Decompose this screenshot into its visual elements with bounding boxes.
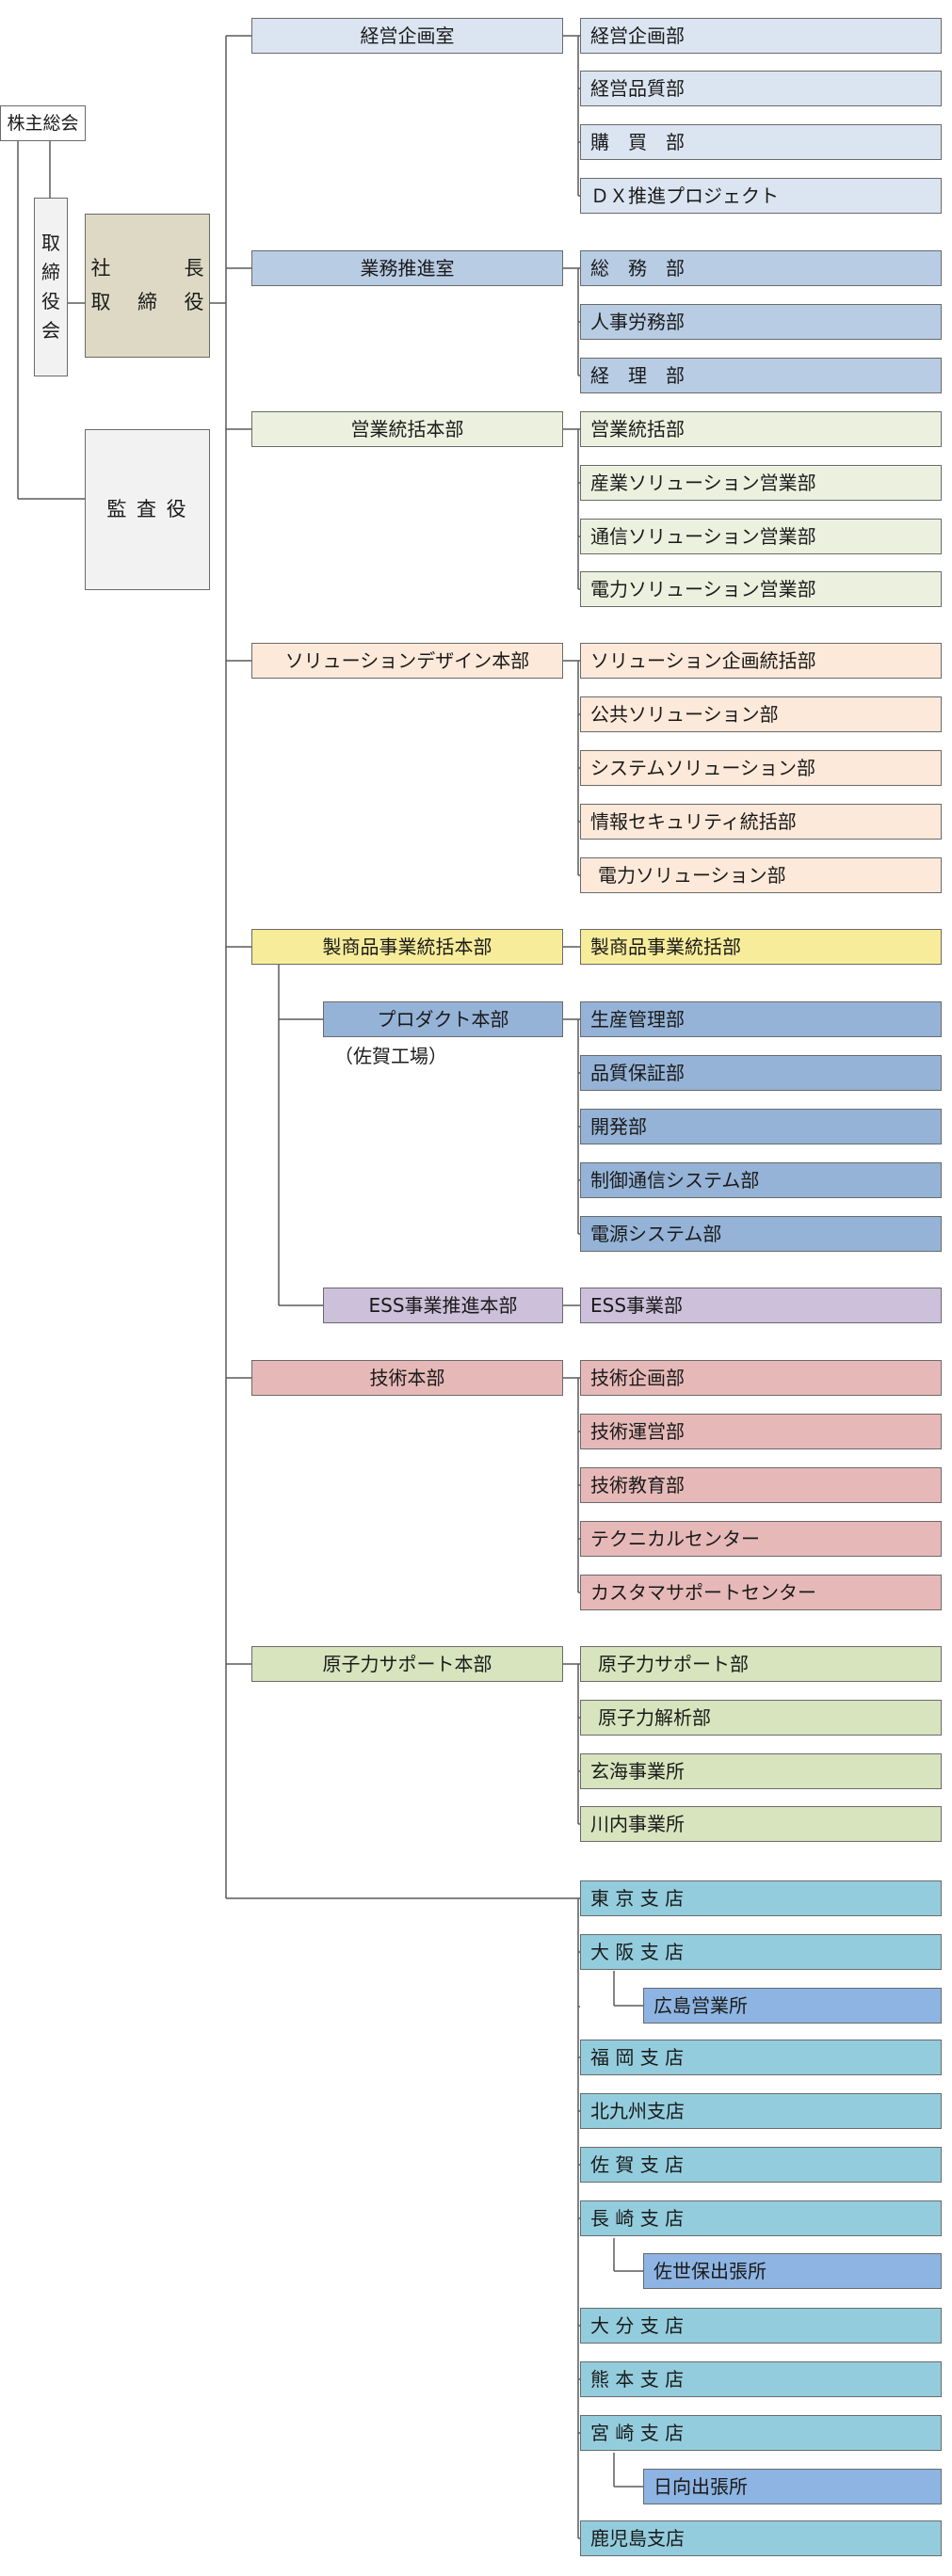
division-solution-design: ソリューションデザイン本部 xyxy=(251,643,563,679)
branch-box: 熊 本 支 店 xyxy=(580,2361,942,2397)
branch-box: 東 京 支 店 xyxy=(580,1880,942,1916)
dept-box: 経営企画部 xyxy=(580,18,942,54)
dept-box: 情報セキュリティ統括部 xyxy=(580,804,942,840)
branch-box: 佐 賀 支 店 xyxy=(580,2147,942,2183)
dept-box: 通信ソリューション営業部 xyxy=(580,519,942,554)
dept-box: 電源システム部 xyxy=(580,1216,942,1252)
office-box: 佐世保出張所 xyxy=(643,2253,942,2289)
dept-box: 電力ソリューション部 xyxy=(580,857,942,893)
auditor-box: 監 査 役 xyxy=(85,429,210,590)
dept-box: 原子力サポート部 xyxy=(580,1646,942,1682)
dept-box: 製商品事業統括部 xyxy=(580,929,942,965)
office-box: 日向出張所 xyxy=(643,2469,942,2504)
president-box: 社 長 取締役 xyxy=(85,214,210,358)
board-char: 締 xyxy=(41,261,60,283)
president-role: 取締役 xyxy=(90,290,204,313)
branch-box: 大 分 支 店 xyxy=(580,2308,942,2344)
dept-box: 産業ソリューション営業部 xyxy=(580,465,942,501)
dept-box: 玄海事業所 xyxy=(580,1753,942,1789)
dept-box: 公共ソリューション部 xyxy=(580,696,942,732)
board-char: 取 xyxy=(41,232,60,254)
dept-box: 営業統括部 xyxy=(580,411,942,447)
president-title: 社 長 xyxy=(90,256,204,280)
branch-box: 大 阪 支 店 xyxy=(580,1934,942,1970)
branch-box: 福 岡 支 店 xyxy=(580,2040,942,2075)
dept-box: カスタマサポートセンター xyxy=(580,1575,942,1610)
dept-box: 開発部 xyxy=(580,1109,942,1144)
dept-box: 人事労務部 xyxy=(580,304,942,340)
dept-box: ＤＸ推進プロジェクト xyxy=(580,178,942,214)
division-gyomu-suishin: 業務推進室 xyxy=(251,250,563,286)
dept-box: 品質保証部 xyxy=(580,1055,942,1091)
dept-box: 電力ソリューション営業部 xyxy=(580,571,942,607)
dept-box: 経 理 部 xyxy=(580,358,942,393)
subdivision-product: プロダクト本部 xyxy=(323,1001,563,1037)
division-keiei-kikaku: 経営企画室 xyxy=(251,18,563,54)
branch-box: 北九州支店 xyxy=(580,2093,942,2129)
dept-box: 技術教育部 xyxy=(580,1467,942,1503)
board-char: 会 xyxy=(41,319,60,342)
branch-box: 鹿児島支店 xyxy=(580,2520,942,2556)
branch-box: 長 崎 支 店 xyxy=(580,2200,942,2236)
dept-box: テクニカルセンター xyxy=(580,1521,942,1557)
dept-box: システムソリューション部 xyxy=(580,750,942,786)
dept-box: 原子力解析部 xyxy=(580,1700,942,1736)
office-box: 広島営業所 xyxy=(643,1988,942,2024)
shareholders-meeting-box: 株主総会 xyxy=(0,105,86,141)
dept-box: 制御通信システム部 xyxy=(580,1162,942,1198)
dept-box: 経営品質部 xyxy=(580,71,942,106)
dept-box: 技術企画部 xyxy=(580,1360,942,1396)
dept-box: 総 務 部 xyxy=(580,250,942,286)
division-genshiryoku: 原子力サポート本部 xyxy=(251,1646,563,1682)
board-char: 役 xyxy=(41,290,60,312)
dept-box: 川内事業所 xyxy=(580,1806,942,1842)
branch-box: 宮 崎 支 店 xyxy=(580,2415,942,2451)
dept-box: 購 買 部 xyxy=(580,124,942,160)
dept-box: 生産管理部 xyxy=(580,1001,942,1037)
division-eigyo-tokatsu: 営業統括本部 xyxy=(251,411,563,447)
dept-box: ソリューション企画統括部 xyxy=(580,643,942,679)
subdivision-ess: ESS事業推進本部 xyxy=(323,1288,563,1323)
dept-box: ESS事業部 xyxy=(580,1288,942,1323)
division-seishohin-jigyo: 製商品事業統括本部 xyxy=(251,929,563,965)
board-of-directors-box: 取 締 役 会 xyxy=(34,198,68,376)
dept-box: 技術運営部 xyxy=(580,1414,942,1449)
division-gijutsu: 技術本部 xyxy=(251,1360,563,1396)
subdivision-product-note: （佐賀工場） xyxy=(334,1045,447,1067)
